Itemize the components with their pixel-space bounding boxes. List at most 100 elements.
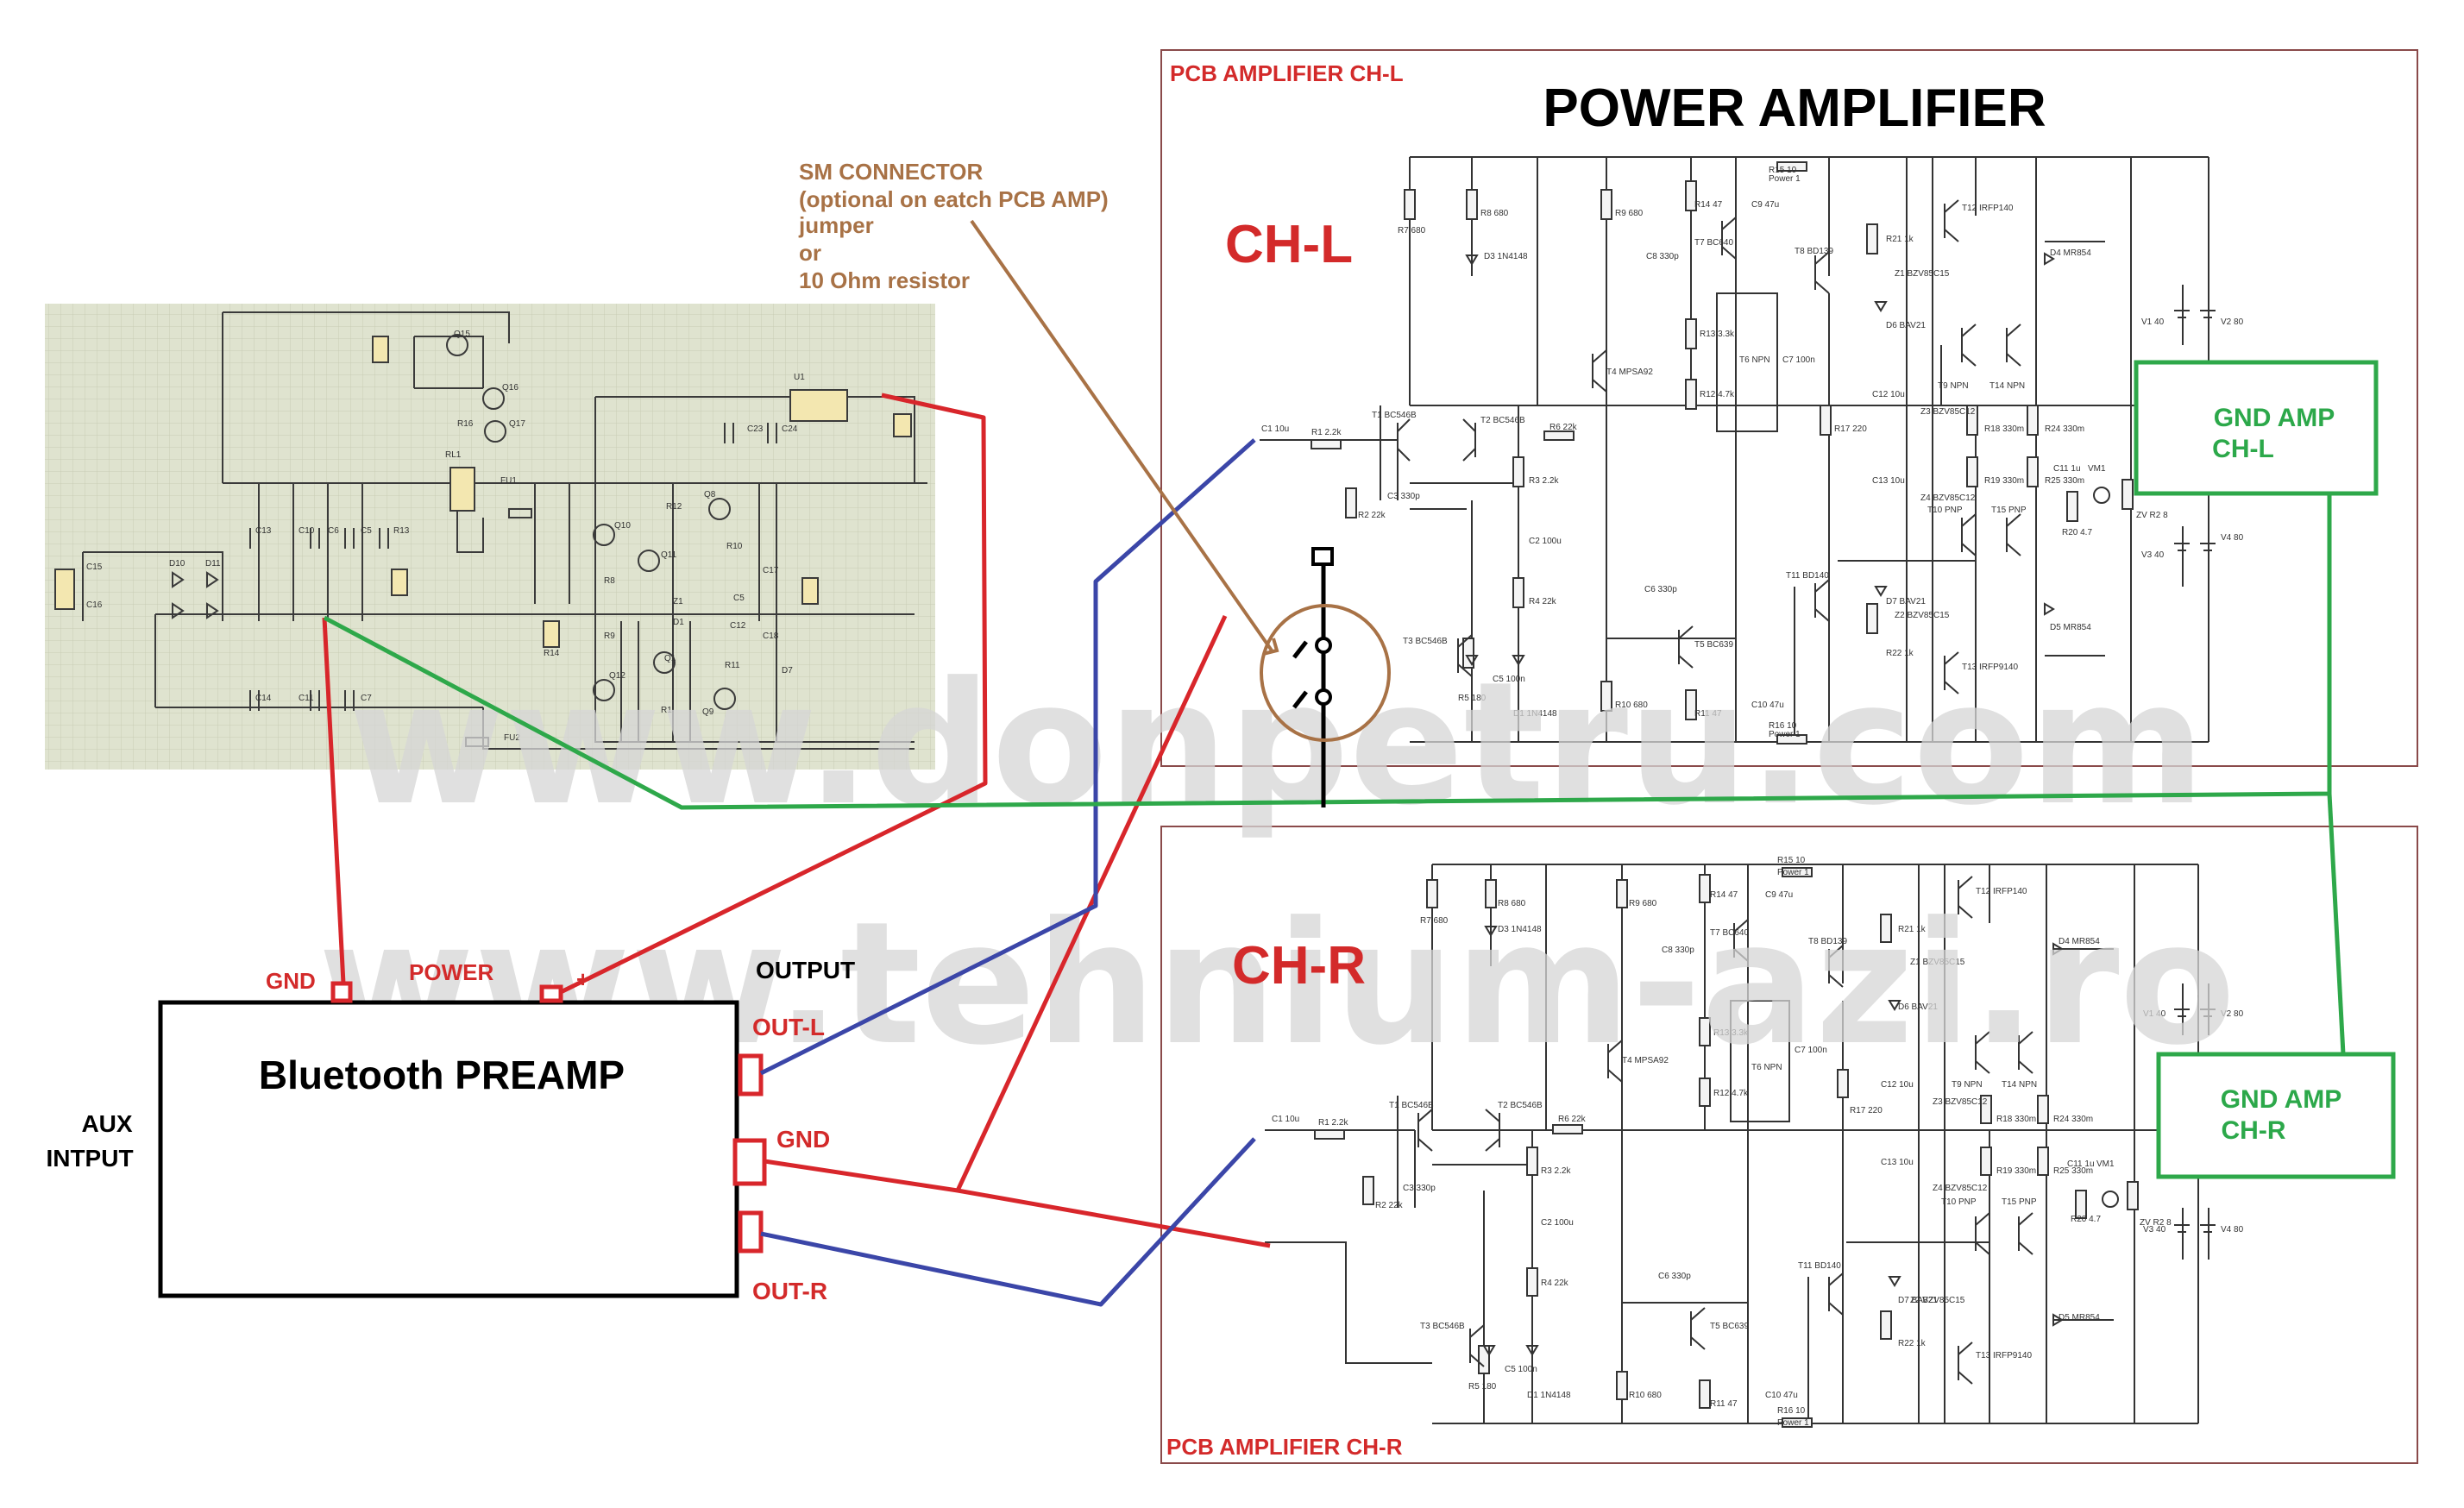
svg-text:R14 47: R14 47 — [1694, 200, 1723, 210]
sm-note-line2: (optional on eatch PCB AMP) — [799, 186, 1109, 212]
svg-text:R24 330m: R24 330m — [2053, 1115, 2093, 1124]
svg-text:D6 BAV21: D6 BAV21 — [1898, 1002, 1938, 1012]
amp-components-ch-r — [1314, 867, 2139, 1428]
gnd-amp-ch-r-line2: CH-R — [2222, 1116, 2286, 1145]
preamp-labels: GND POWER + OUTPUT OUT-L GND OUT-R AUX I… — [46, 957, 855, 1304]
svg-text:R14: R14 — [544, 649, 560, 658]
svg-text:R4 22k: R4 22k — [1529, 597, 1557, 606]
preamp-title: Bluetooth PREAMP — [259, 1052, 625, 1097]
svg-text:R13 3.3k: R13 3.3k — [1713, 1028, 1749, 1038]
svg-text:R22 1k: R22 1k — [1898, 1339, 1927, 1348]
svg-text:U1: U1 — [794, 373, 805, 382]
svg-text:C3 330p: C3 330p — [1387, 492, 1420, 501]
svg-text:R16 10: R16 10 — [1777, 1406, 1806, 1416]
svg-text:C12: C12 — [730, 621, 746, 631]
svg-text:Z1: Z1 — [673, 597, 683, 606]
svg-text:C2 100u: C2 100u — [1541, 1218, 1574, 1228]
svg-text:R14 47: R14 47 — [1710, 890, 1738, 900]
svg-text:R6 22k: R6 22k — [1549, 423, 1578, 432]
svg-text:C8 330p: C8 330p — [1646, 252, 1679, 261]
svg-text:T2 BC546B: T2 BC546B — [1498, 1101, 1543, 1110]
preamp-terminals — [330, 981, 767, 1254]
svg-text:V2 80: V2 80 — [2221, 317, 2244, 327]
svg-text:C10: C10 — [299, 526, 315, 536]
svg-text:T14 NPN: T14 NPN — [2002, 1080, 2037, 1090]
svg-text:Z4 BZV85C12: Z4 BZV85C12 — [1933, 1184, 1988, 1193]
gnd-amp-ch-l-line1: GND AMP — [2214, 404, 2335, 432]
svg-text:C6 330p: C6 330p — [1644, 585, 1677, 594]
preamp-power-terminal — [539, 984, 563, 1003]
svg-text:C23: C23 — [747, 424, 764, 434]
svg-text:R25 330m: R25 330m — [2053, 1166, 2093, 1176]
page-title: POWER AMPLIFIER — [1543, 79, 2046, 138]
svg-text:R22 1k: R22 1k — [1886, 649, 1914, 658]
svg-text:T9 NPN: T9 NPN — [1938, 381, 1969, 391]
pcb-amplifier-ch-r-frame — [1160, 826, 2418, 1464]
svg-text:Q16: Q16 — [502, 383, 519, 393]
svg-text:FU1: FU1 — [500, 476, 517, 486]
svg-text:Power 1: Power 1 — [1777, 1418, 1809, 1428]
svg-text:R19 330m: R19 330m — [1996, 1166, 2036, 1176]
out-r-label: OUT-R — [752, 1278, 827, 1304]
preamp-output-label: OUTPUT — [756, 957, 855, 983]
svg-text:T3 BC546B: T3 BC546B — [1420, 1322, 1465, 1331]
svg-text:R8: R8 — [604, 576, 615, 586]
svg-text:D3 1N4148: D3 1N4148 — [1498, 925, 1542, 934]
svg-text:R8 680: R8 680 — [1480, 209, 1509, 218]
channel-title-ch-l: CH-L — [1225, 215, 1353, 274]
amp-components-ch-l — [1311, 161, 2134, 745]
svg-text:R7 680: R7 680 — [1398, 226, 1426, 236]
aux-input-line2: INTPUT — [46, 1145, 133, 1172]
svg-text:C12 10u: C12 10u — [1872, 390, 1905, 399]
svg-text:T11 BD140: T11 BD140 — [1798, 1261, 1841, 1271]
svg-text:R9: R9 — [604, 631, 615, 641]
svg-text:R2 22k: R2 22k — [1358, 511, 1386, 520]
svg-text:Q11: Q11 — [661, 550, 677, 560]
svg-text:Z1 BZV85C15: Z1 BZV85C15 — [1910, 958, 1965, 967]
svg-text:R8 680: R8 680 — [1498, 899, 1526, 908]
svg-text:ZV R2 8: ZV R2 8 — [2136, 511, 2168, 520]
svg-text:Power 1: Power 1 — [1769, 174, 1801, 184]
svg-text:R21 1k: R21 1k — [1898, 925, 1927, 934]
svg-text:R11: R11 — [725, 661, 740, 670]
svg-text:Power 1: Power 1 — [1777, 868, 1809, 877]
svg-text:C5 100n: C5 100n — [1505, 1365, 1537, 1374]
svg-text:R5 180: R5 180 — [1468, 1382, 1497, 1392]
svg-text:R20 4.7: R20 4.7 — [2071, 1215, 2101, 1224]
svg-text:D1 1N4148: D1 1N4148 — [1513, 709, 1557, 719]
svg-text:D11: D11 — [205, 559, 221, 569]
svg-text:T11 BD140: T11 BD140 — [1786, 571, 1829, 581]
svg-text:R1 2.2k: R1 2.2k — [1311, 428, 1342, 437]
svg-text:C5: C5 — [733, 594, 745, 603]
svg-text:D7: D7 — [782, 666, 793, 675]
watermark-line-1: www.donpetru.com — [349, 646, 2205, 843]
svg-text:T1 BC546B: T1 BC546B — [1389, 1101, 1434, 1110]
svg-text:C7: C7 — [361, 694, 372, 703]
aux-input-line1: AUX — [81, 1110, 132, 1137]
svg-text:T8 BD139: T8 BD139 — [1808, 937, 1847, 946]
svg-text:V2 80: V2 80 — [2221, 1009, 2244, 1019]
svg-text:R25 330m: R25 330m — [2045, 476, 2084, 486]
svg-text:T6 NPN: T6 NPN — [1739, 355, 1770, 365]
svg-text:D10: D10 — [169, 559, 185, 569]
svg-text:C15: C15 — [86, 562, 103, 572]
wire-power-red — [322, 393, 1271, 1248]
sm-note-line3: jumper — [798, 212, 874, 238]
svg-text:R11 47: R11 47 — [1694, 709, 1722, 719]
svg-text:Q9: Q9 — [702, 707, 714, 717]
svg-text:Q15: Q15 — [454, 330, 470, 339]
svg-text:C18: C18 — [763, 631, 779, 641]
svg-text:R16: R16 — [457, 419, 474, 429]
svg-text:R16 10: R16 10 — [1769, 721, 1797, 731]
amp-transistors-ch-l — [1397, 199, 2216, 694]
svg-text:Q1: Q1 — [664, 654, 676, 663]
svg-text:R9 680: R9 680 — [1615, 209, 1644, 218]
svg-text:R17 220: R17 220 — [1834, 424, 1867, 434]
svg-text:R13: R13 — [393, 526, 410, 536]
svg-text:VM1: VM1 — [2096, 1159, 2115, 1169]
svg-text:R10: R10 — [726, 542, 743, 551]
svg-text:T7 BC640: T7 BC640 — [1710, 928, 1749, 938]
sm-connector — [1260, 547, 1391, 807]
